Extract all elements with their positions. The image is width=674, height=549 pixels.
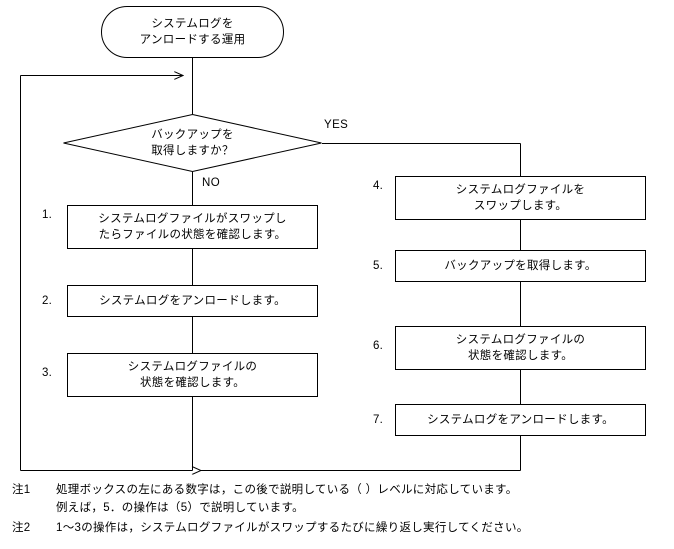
process-box-5: バックアップを取得します。 [395, 250, 646, 282]
process-box-3: システムログファイルの 状態を確認します。 [67, 353, 318, 397]
process-box-3-label: システムログファイルの 状態を確認します。 [127, 361, 258, 389]
step-number-3: 3. [42, 367, 52, 379]
footnote-1-tag: 注1 [12, 484, 31, 496]
process-box-1-label: システムログファイルがスワップし たらファイルの状態を確認します。 [98, 213, 287, 241]
branch-label-yes: YES [324, 119, 349, 131]
process-box-4: システムログファイルを スワップします。 [395, 176, 646, 220]
decision-diamond-shape [63, 114, 322, 172]
footnote-2-tag: 注2 [12, 522, 31, 534]
process-box-6-label: システムログファイルの 状態を確認します。 [455, 334, 586, 362]
process-box-5-label: バックアップを取得します。 [444, 260, 597, 272]
process-box-4-label: システムログファイルを スワップします。 [455, 184, 586, 212]
backup-decision: バックアップを 取得しますか？ [63, 114, 322, 172]
footnote-1: 注1 処理ボックスの左にある数字は，この後で説明している（ ）レベルに対応してい… [12, 481, 672, 517]
footnote-2-text: 1～3の操作は，システムログファイルがスワップするたびに繰り返し実行してください… [56, 522, 529, 534]
process-box-6: システムログファイルの 状態を確認します。 [395, 326, 646, 370]
step-number-6: 6. [373, 340, 383, 352]
start-terminator: システムログを アンロードする運用 [101, 6, 284, 58]
process-box-7-label: システムログをアンロードします。 [427, 414, 614, 426]
branch-label-no: NO [202, 177, 221, 189]
process-box-1: システムログファイルがスワップし たらファイルの状態を確認します。 [67, 205, 318, 249]
start-terminator-label: システムログを アンロードする運用 [139, 18, 246, 46]
backup-decision-label: バックアップを 取得しますか？ [151, 129, 234, 157]
step-number-4: 4. [373, 180, 383, 192]
process-box-2: システムログをアンロードします。 [67, 285, 318, 317]
step-number-5: 5. [373, 260, 383, 272]
process-box-7: システムログをアンロードします。 [395, 404, 646, 436]
step-number-1: 1. [42, 209, 52, 221]
footnote-1-text: 処理ボックスの左にある数字は，この後で説明している（ ）レベルに対応しています。… [56, 484, 518, 514]
footnotes: 注1 処理ボックスの左にある数字は，この後で説明している（ ）レベルに対応してい… [12, 481, 672, 539]
footnote-2: 注2 1～3の操作は，システムログファイルがスワップするたびに繰り返し実行してく… [12, 519, 672, 537]
step-number-2: 2. [42, 295, 52, 307]
process-box-2-label: システムログをアンロードします。 [99, 295, 286, 307]
step-number-7: 7. [373, 414, 383, 426]
